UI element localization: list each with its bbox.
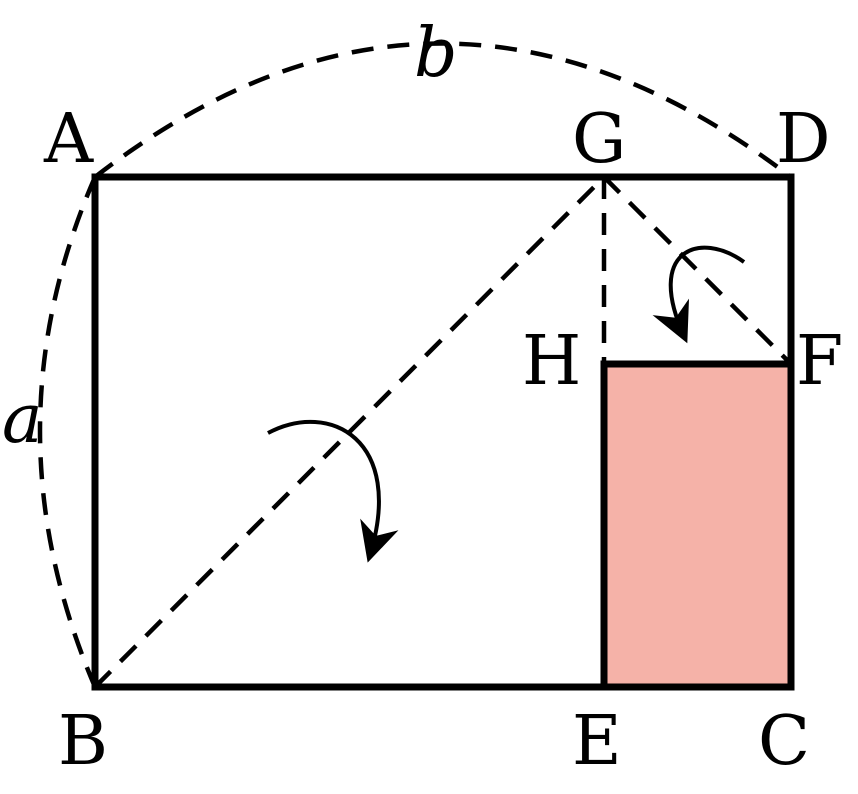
label-b-point: B bbox=[58, 702, 108, 781]
label-f-point: F bbox=[796, 322, 843, 401]
label-g-point: G bbox=[572, 100, 626, 179]
label-side-b: b bbox=[414, 14, 458, 93]
fold-arrow-large bbox=[267, 419, 399, 563]
dashed-arc-a bbox=[37, 176, 98, 688]
label-a-point: A bbox=[43, 100, 94, 179]
label-e-point: E bbox=[572, 702, 622, 781]
rectangle-abcd bbox=[91, 173, 795, 691]
dashed-segment-gf bbox=[602, 175, 793, 366]
dashed-arc-b bbox=[93, 41, 793, 179]
shaded-rectangle-hfce bbox=[604, 364, 791, 687]
label-side-a: a bbox=[2, 380, 43, 459]
label-d-point: D bbox=[776, 100, 831, 179]
label-h-point: H bbox=[522, 322, 581, 401]
label-c-point: C bbox=[758, 702, 810, 781]
fold-arrow-small bbox=[652, 245, 746, 344]
